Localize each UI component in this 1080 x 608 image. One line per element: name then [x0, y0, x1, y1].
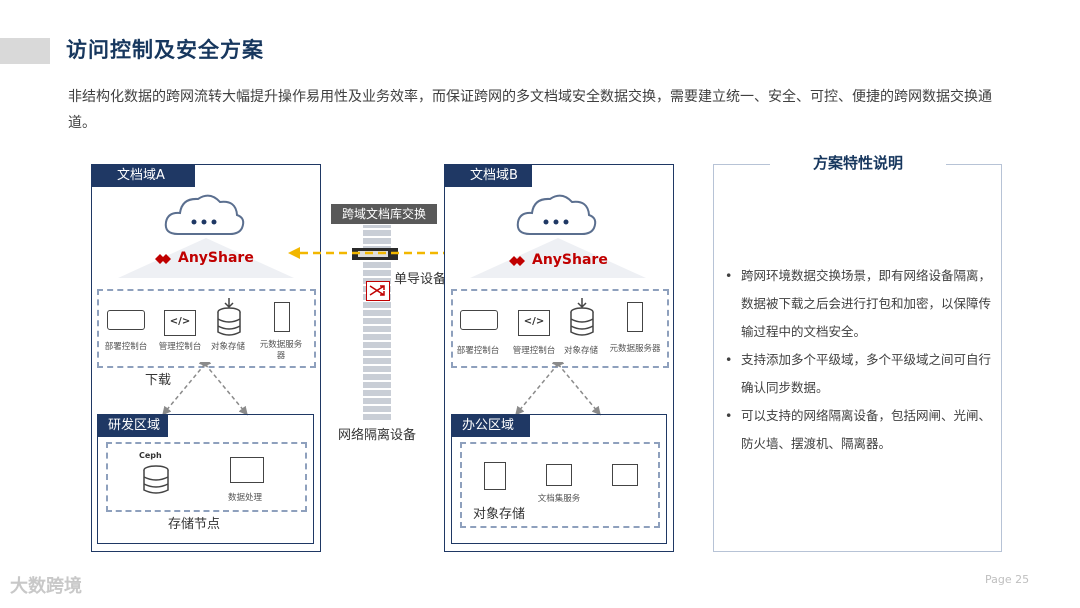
transfer-arrow	[288, 247, 484, 259]
anyshare-logo-icon	[509, 256, 525, 266]
rd-zone-tag: 研发区域	[98, 415, 168, 437]
office-zone-tag: 办公区域	[452, 415, 530, 437]
component-label: 对象存储	[563, 346, 598, 356]
anyshare-logo-a: AnyShare	[152, 250, 254, 268]
data-processing-icon	[230, 457, 264, 483]
brand-name: AnyShare	[532, 252, 608, 268]
exchange-label: 跨域文档库交换	[331, 204, 437, 224]
sync-arrows	[162, 362, 248, 416]
domain-a-tag: 文档域A	[91, 165, 195, 187]
rd-zone-inner	[106, 442, 307, 512]
shuffle-icon	[369, 285, 385, 296]
feature-list: 跨网环境数据交换场景，即有网络设备隔离，数据被下载之后会进行打包和加密，以保障传…	[725, 262, 993, 458]
isolation-device-label: 网络隔离设备	[338, 428, 417, 443]
list-item: 可以支持的网络隔离设备，包括网闸、光闸、防火墙、摆渡机、隔离器。	[725, 402, 993, 458]
zone-item-label: 文档集服务	[537, 494, 581, 504]
list-item: 跨网环境数据交换场景，即有网络设备隔离，数据被下载之后会进行打包和加密，以保障传…	[725, 262, 993, 346]
beam-shape	[118, 238, 294, 278]
code-console-icon: </>	[164, 310, 196, 336]
deploy-console-icon	[107, 310, 145, 330]
rd-zone	[97, 414, 314, 544]
cloud-icon	[164, 194, 245, 235]
domain-b-tag: 文档域B	[444, 165, 532, 187]
anyshare-logo-b: AnyShare	[506, 252, 608, 270]
oneway-device-label: 单导设备	[394, 272, 447, 287]
panel-title: 方案特性说明	[770, 152, 946, 173]
ceph-label: Ceph	[139, 451, 162, 460]
intro-text: 非结构化数据的跨网流转大幅提升操作易用性及业务效率，而保证跨网的多文档域安全数据…	[68, 89, 992, 131]
object-storage-icon	[570, 298, 594, 336]
switch-icon	[366, 281, 390, 301]
cloud-icon	[516, 194, 597, 235]
sync-arrows	[515, 362, 601, 416]
page-title: 访问控制及安全方案	[66, 38, 264, 62]
deploy-console-icon	[460, 310, 498, 330]
watermark: 大数跨境	[10, 576, 82, 597]
object-storage-icon	[217, 298, 241, 336]
metadata-server-icon	[274, 302, 290, 332]
anyshare-logo-icon	[155, 254, 171, 264]
component-label: 对象存储	[210, 342, 245, 352]
list-item: 支持添加多个平级域，多个平级域之间可自行确认同步数据。	[725, 346, 993, 402]
ceph-storage-icon	[143, 465, 169, 494]
storage-node-label: 存储节点	[168, 517, 221, 532]
object-storage-icon	[484, 462, 506, 490]
document-list-icon	[612, 464, 638, 486]
brand-name: AnyShare	[178, 250, 254, 266]
beam-shape	[470, 238, 646, 278]
component-label: 元数据服务器	[609, 344, 661, 354]
component-label: 部署控制台	[456, 346, 500, 356]
code-console-icon: </>	[518, 310, 550, 336]
office-zone-inner	[460, 442, 660, 528]
object-storage-label: 对象存储	[473, 507, 526, 522]
zone-item-label: 数据处理	[227, 493, 262, 503]
title-accent-bar	[0, 38, 50, 64]
component-label: 管理控制台	[512, 346, 556, 356]
component-label: 部署控制台	[104, 342, 148, 352]
metadata-server-icon	[627, 302, 643, 332]
page-number: Page 25	[985, 573, 1030, 586]
office-zone	[451, 414, 667, 544]
component-label: 元数据服务器	[259, 340, 303, 361]
component-label: 管理控制台	[158, 342, 202, 352]
document-service-icon	[546, 464, 572, 486]
